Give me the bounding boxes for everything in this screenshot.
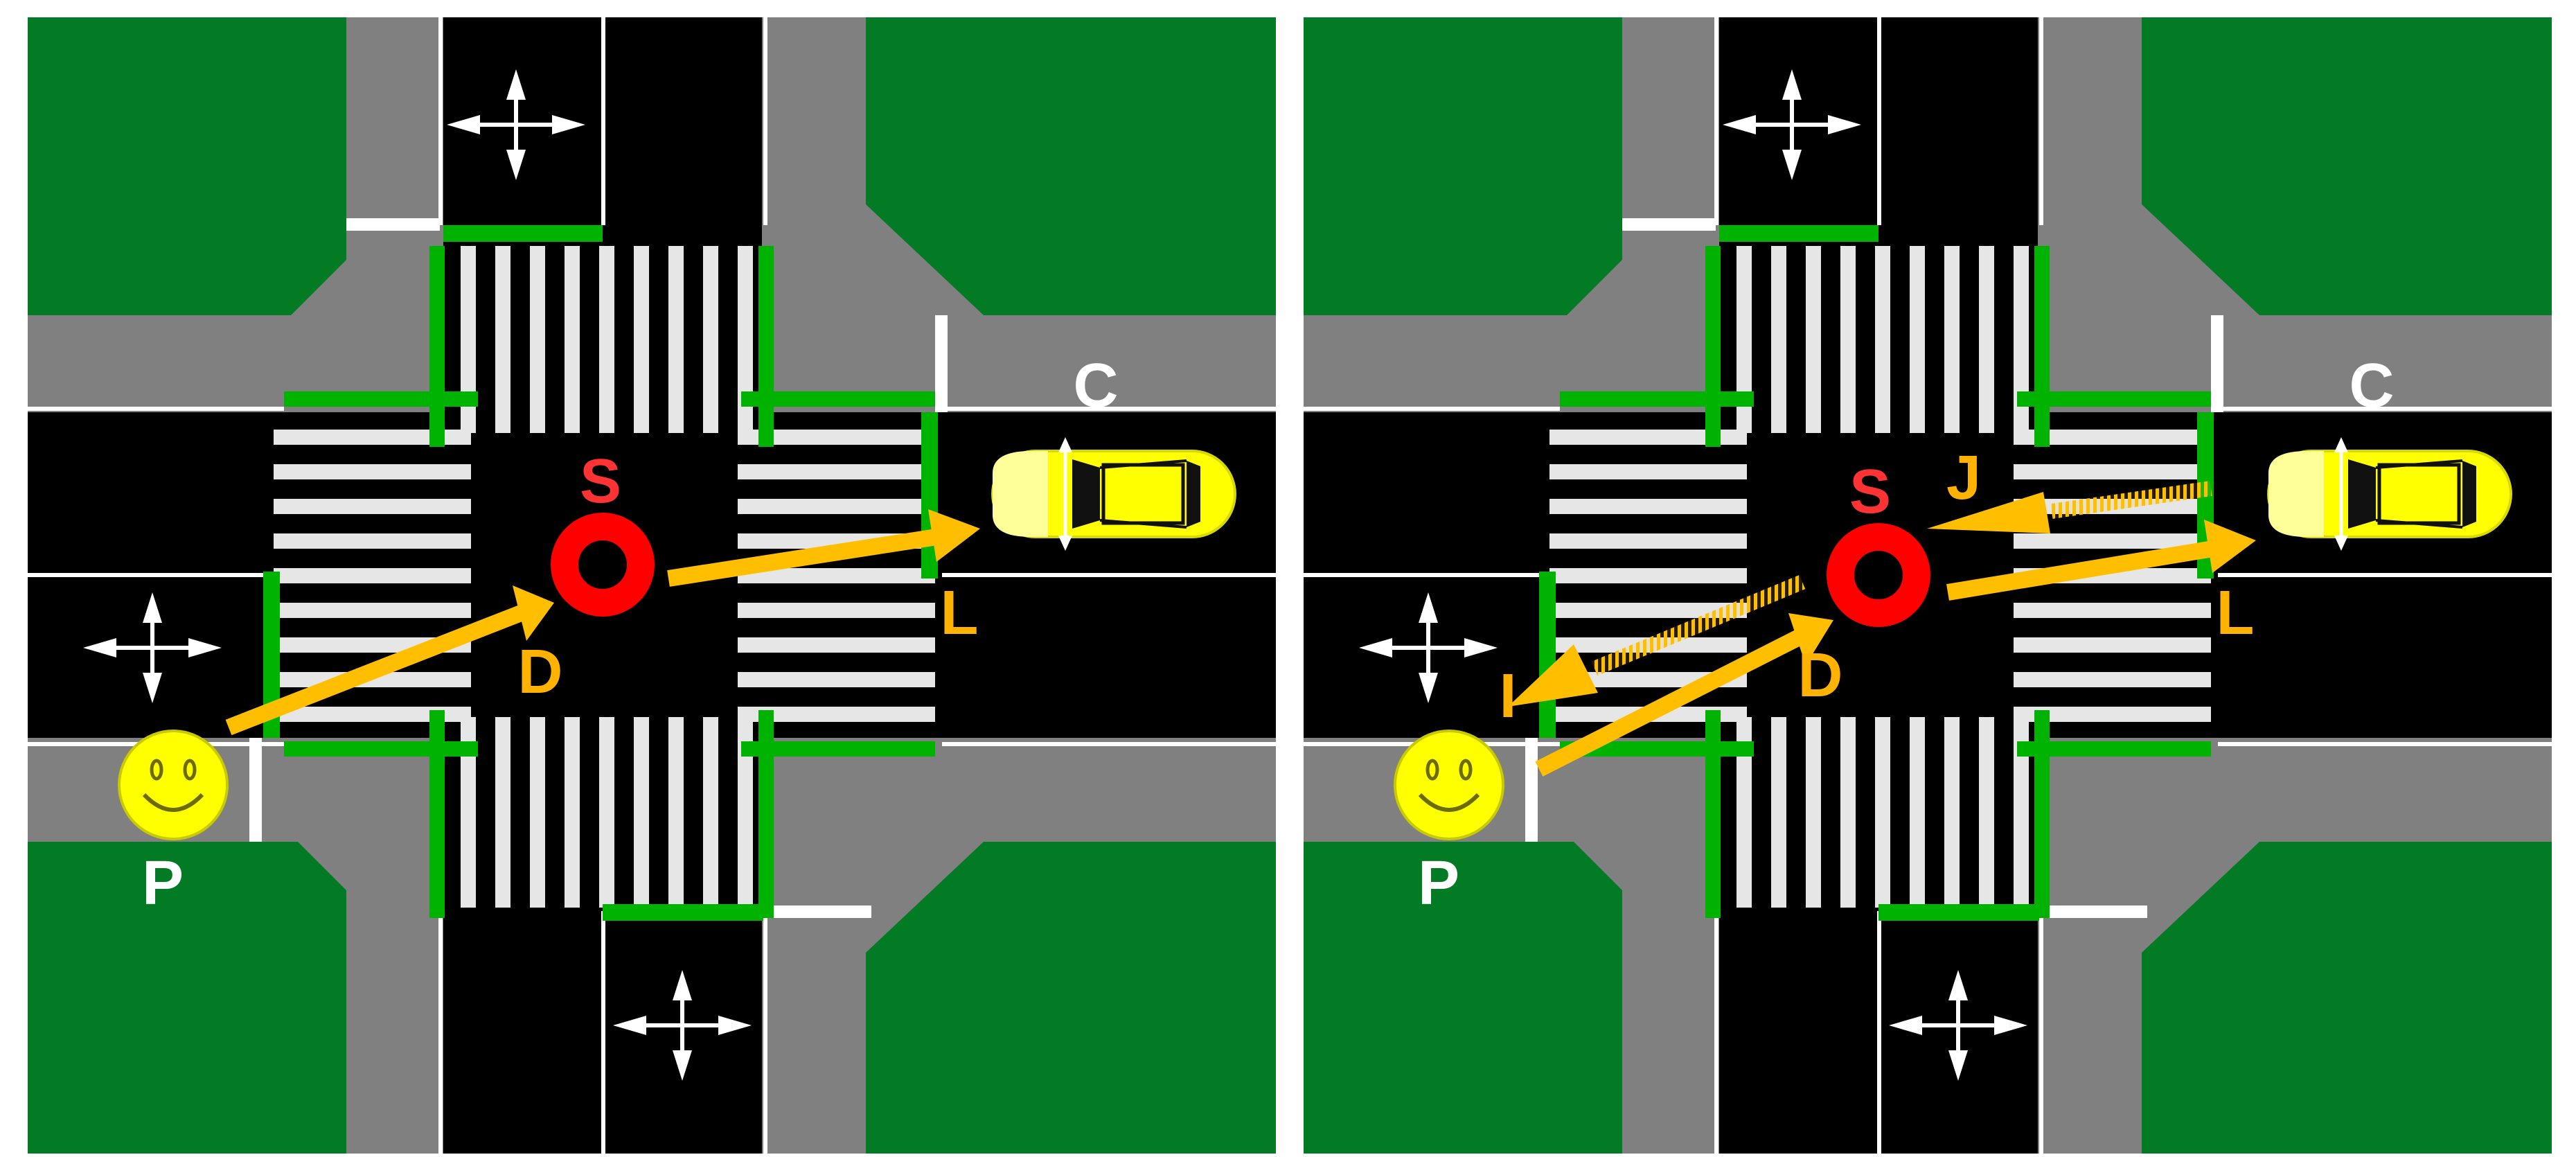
label-c: C (2350, 351, 2395, 421)
label-s: S (580, 447, 621, 516)
arrow-stop-to-car (667, 509, 980, 587)
arrow-stop-to-car (1946, 520, 2256, 601)
red-ring-icon (1827, 523, 1930, 627)
smiley-face-icon (119, 731, 227, 839)
yellow-car-icon (993, 437, 1235, 551)
arrow-car-to-j-dashed (1927, 481, 2212, 533)
label-p: P (142, 849, 184, 918)
yellow-car-icon (2268, 437, 2511, 551)
intersection-panel-right: C S J D L I P (1304, 17, 2552, 1154)
label-s: S (1849, 457, 1891, 527)
label-d: D (1798, 641, 1843, 710)
label-l: L (941, 578, 979, 648)
label-p: P (1418, 849, 1459, 918)
label-j: J (1946, 443, 1981, 513)
intersection-panel-left: C S D L P (28, 17, 1276, 1154)
intersection-base (28, 17, 1276, 1154)
label-d: D (518, 637, 563, 707)
label-l: L (2217, 578, 2255, 648)
arrow-pedestrian-to-stop (225, 585, 554, 736)
smiley-face-icon (1395, 731, 1503, 839)
label-i: I (1499, 662, 1516, 731)
label-c: C (1074, 351, 1119, 421)
red-ring-icon (551, 513, 655, 617)
arrow-pedestrian-to-stop (1535, 613, 1833, 777)
arrow-stop-to-i-dashed (1508, 574, 1806, 707)
